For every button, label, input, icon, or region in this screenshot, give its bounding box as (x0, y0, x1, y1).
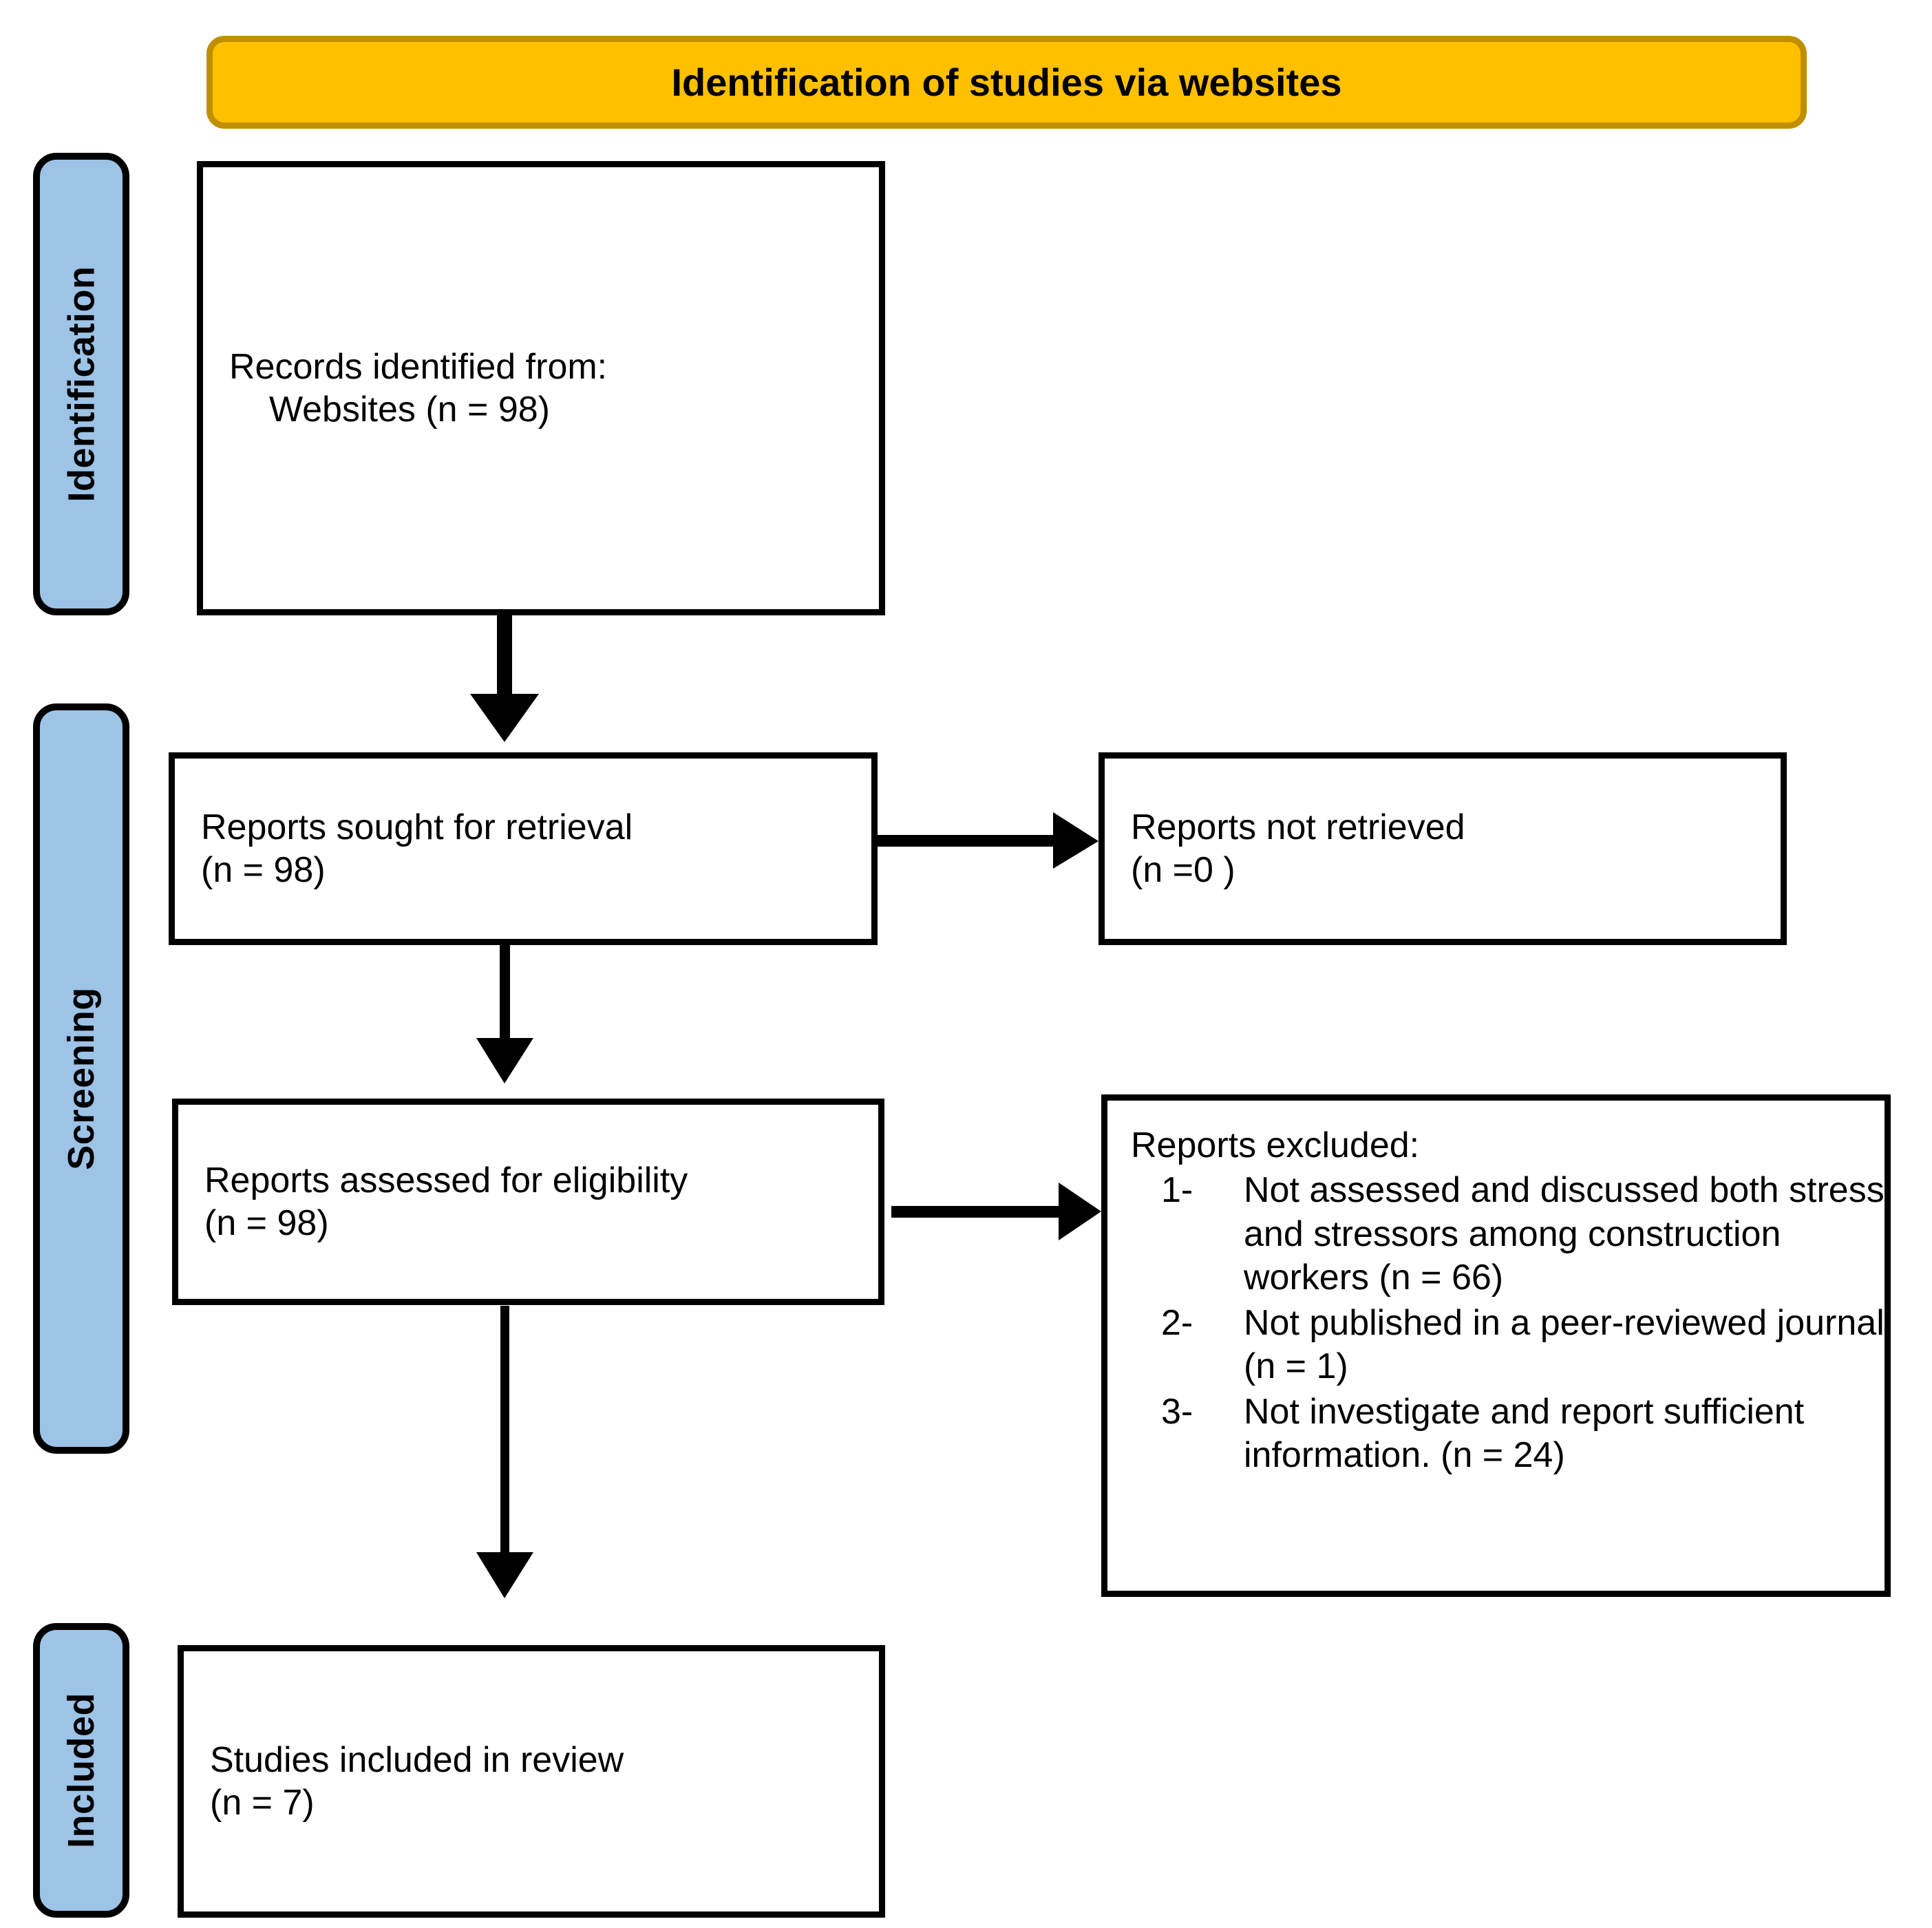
excluded-item-marker: 3- (1161, 1391, 1193, 1432)
stage-pill-identification: Identification (33, 153, 129, 615)
box-records-identified: Records identified from: Websites (n = 9… (197, 161, 885, 615)
banner-identification-via-websites: Identification of studies via websites (206, 36, 1807, 129)
arrow-sought-to-assessed (476, 944, 533, 1083)
reports-not-retrieved-line-1: Reports not retrieved (1131, 807, 1465, 847)
box-reports-not-retrieved: Reports not retrieved (n =0 ) (1098, 752, 1787, 945)
excluded-item-text: Not assessed and discussed both stress a… (1244, 1170, 1885, 1298)
box-reports-excluded: Reports excluded: 1- Not assessed and di… (1101, 1094, 1891, 1597)
reports-assessed-line-1: Reports assessed for eligibility (204, 1160, 688, 1200)
records-identified-line-1: Records identified from: (229, 346, 608, 387)
reports-assessed-line-2: (n = 98) (204, 1203, 329, 1243)
stage-pill-screening: Screening (33, 703, 129, 1454)
arrow-assessed-to-excluded (891, 1183, 1101, 1240)
arrow-identified-to-sought (470, 613, 539, 742)
excluded-item-text: Not published in a peer-reviewed journal… (1244, 1302, 1885, 1387)
stage-label-screening: Screening (61, 987, 102, 1170)
records-identified-line-2: Websites (n = 98) (269, 390, 551, 430)
arrow-assessed-to-included (476, 1306, 533, 1598)
reports-sought-line-2: (n = 98) (201, 850, 326, 890)
stage-pill-included: Included (33, 1623, 129, 1918)
box-reports-assessed: Reports assessed for eligibility (n = 98… (172, 1099, 884, 1305)
reports-not-retrieved-line-2: (n =0 ) (1131, 850, 1235, 890)
list-item: 3- Not investigate and report sufficient… (1107, 1390, 1885, 1478)
excluded-item-marker: 1- (1161, 1170, 1193, 1211)
excluded-item-text: Not investigate and report sufficient in… (1244, 1391, 1805, 1476)
reports-excluded-title: Reports excluded: (1131, 1125, 1420, 1165)
list-item: 2- Not published in a peer-reviewed jour… (1107, 1302, 1885, 1389)
banner-label: Identification of studies via websites (671, 61, 1342, 104)
stage-label-identification: Identification (61, 266, 102, 502)
reports-excluded-list: 1- Not assessed and discussed both stres… (1107, 1167, 1885, 1477)
studies-included-line-2: (n = 7) (210, 1783, 315, 1823)
stage-label-included: Included (61, 1692, 103, 1849)
arrow-sought-to-not-retrieved (875, 812, 1098, 869)
box-studies-included: Studies included in review (n = 7) (178, 1645, 885, 1918)
box-reports-sought: Reports sought for retrieval (n = 98) (169, 752, 878, 945)
reports-sought-line-1: Reports sought for retrieval (201, 807, 633, 847)
list-item: 1- Not assessed and discussed both stres… (1107, 1169, 1885, 1300)
excluded-item-marker: 2- (1161, 1302, 1193, 1343)
studies-included-line-1: Studies included in review (210, 1739, 624, 1780)
